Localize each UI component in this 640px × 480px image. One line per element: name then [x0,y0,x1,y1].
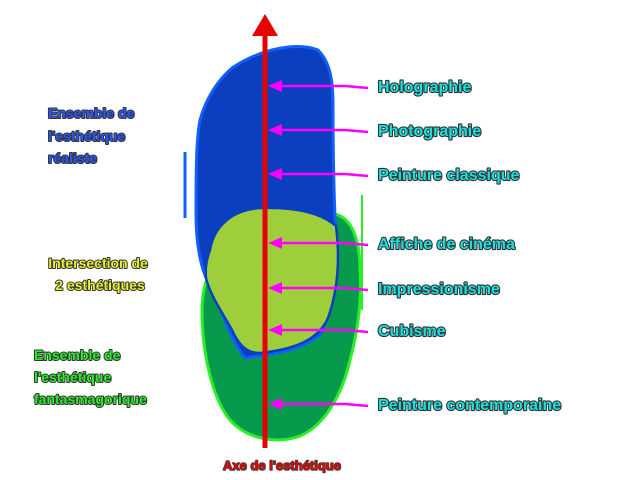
intersection-label-line-2: 2 esthétiques [55,277,145,293]
aesthetic-axis-arrowhead [252,14,278,36]
arrow-head-peinture-classique [268,168,282,180]
intersection-label: Intersection de 2 esthétiques [48,255,151,293]
item-label-holographie: Holographie [378,79,471,96]
arrow-head-affiche-de-cinema [268,237,282,249]
realist-label-line-3: réaliste [48,150,97,166]
arrow-line-peinture-classique [282,172,369,178]
arrow-head-holographie [268,80,282,92]
realist-label-line-2: l'esthétique [48,128,125,144]
arrow-head-peinture-contemporaine [268,398,282,410]
intersection-label-line-1: Intersection de [48,255,148,271]
aesthetic-axis-label: Axe de l'esthétique [223,458,341,473]
phantasmagoric-label-line-2: l'esthétique [34,369,111,385]
arrow-line-holographie [282,84,369,90]
arrow-line-affiche-de-cinema [282,241,369,247]
phantasmagoric-label-line-1: Ensemble de [34,347,121,363]
arrow-head-cubisme [268,324,282,336]
phantasmagoric-set-label: Ensemble de l'esthétique fantasmagorique [34,347,147,407]
item-label-photographie: Photographie [378,123,481,140]
arrow-line-impressionisme [282,286,369,292]
arrow-line-photographie [282,128,369,134]
item-label-peinture-classique: Peinture classique [378,167,519,184]
phantasmagoric-label-line-3: fantasmagorique [34,391,147,407]
item-label-cubisme: Cubisme [378,323,446,340]
arrow-line-cubisme [282,328,369,334]
realist-set-label: Ensemble de l'esthétique réaliste [48,105,138,166]
arrow-head-impressionisme [268,282,282,294]
item-label-peinture-contemporaine: Peinture contemporaine [378,397,561,414]
arrow-line-peinture-contemporaine [282,402,369,408]
realist-label-line-1: Ensemble de [48,105,135,121]
item-label-impressionisme: Impressionisme [378,281,500,298]
item-label-affiche-de-cinema: Affiche de cinéma [378,236,515,253]
arrow-head-photographie [268,124,282,136]
